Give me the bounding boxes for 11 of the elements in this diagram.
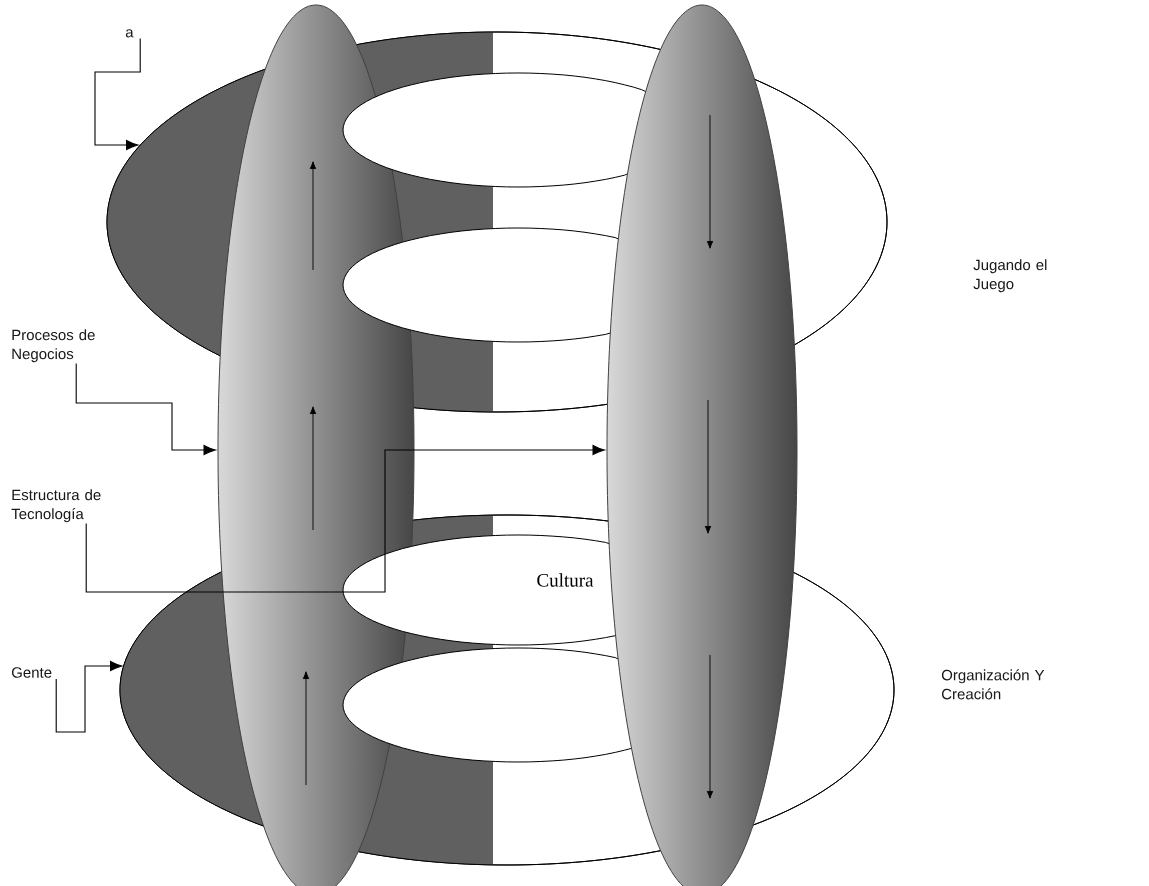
node-label: Procesos de Negocios xyxy=(12,329,95,363)
node-label: a xyxy=(125,29,134,38)
leader-arrow xyxy=(75,362,216,456)
node-label: Gente xyxy=(11,667,52,678)
text-label: Organización Y Creación xyxy=(941,669,1045,700)
text-label: Jugando el Juego xyxy=(973,259,1047,293)
node-label: Estructura de Tecnología xyxy=(11,489,101,523)
leader-arrow xyxy=(85,444,605,593)
leader-arrow xyxy=(94,38,141,151)
leader-arrow xyxy=(55,660,123,733)
text-label: Cultura xyxy=(537,573,594,587)
